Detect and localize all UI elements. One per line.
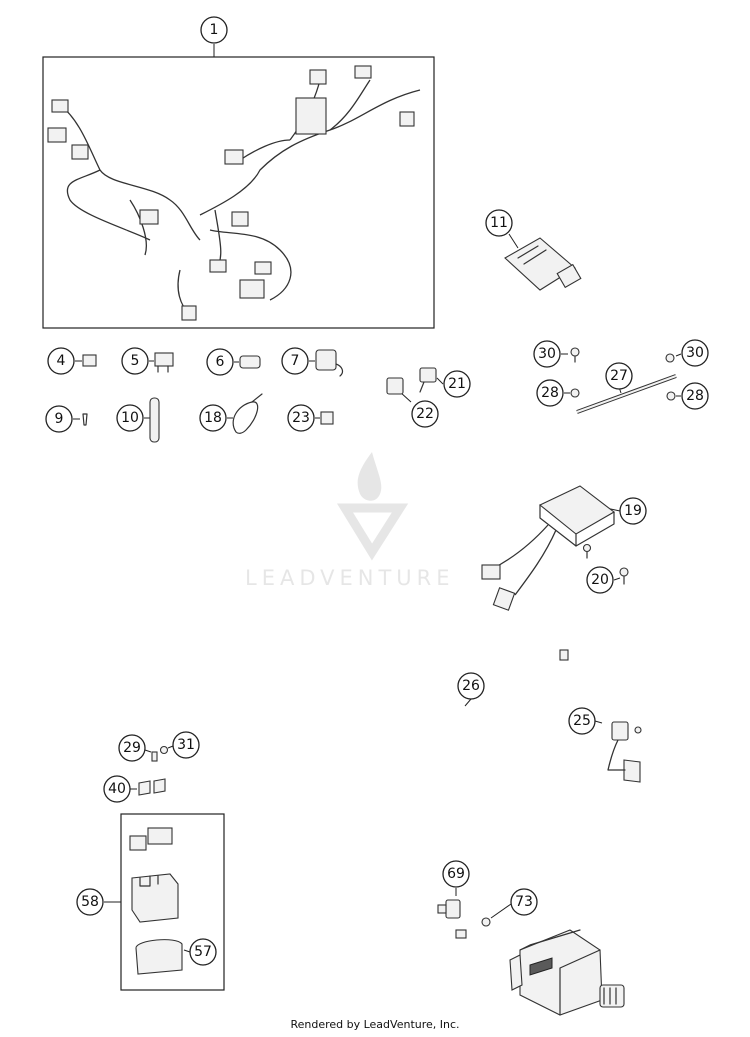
callout-label: 28 xyxy=(541,385,559,401)
callout-label: 6 xyxy=(216,354,225,370)
callout: 1 4 5 6 7 9 10 18 23 21 22 11 30 30 27 2… xyxy=(45,16,709,966)
starter-cable-26[interactable] xyxy=(378,649,569,944)
terminal-9[interactable] xyxy=(73,413,88,426)
callout-label: 69 xyxy=(447,866,465,882)
callout-label: 11 xyxy=(490,215,508,231)
callout-10: 10 xyxy=(116,404,144,432)
wiring-harness-frame xyxy=(42,56,435,329)
callout-40: 40 xyxy=(103,775,131,803)
callout-label: 21 xyxy=(448,376,466,392)
callout-label: 26 xyxy=(462,678,480,694)
connector-6[interactable] xyxy=(234,355,261,369)
callout-1: 1 xyxy=(200,16,228,44)
sensor-25[interactable] xyxy=(594,720,642,783)
control-unit-11[interactable] xyxy=(504,233,582,291)
watermark-text: LEADVENTURE xyxy=(245,566,455,590)
callout-18: 18 xyxy=(199,404,227,432)
callout-19: 19 xyxy=(619,497,647,525)
screw-30-right[interactable] xyxy=(665,353,682,363)
callout-label: 58 xyxy=(81,894,99,910)
callout-label: 10 xyxy=(121,410,139,426)
callout-5: 5 xyxy=(121,347,149,375)
callout-label: 20 xyxy=(591,572,609,588)
callout-4: 4 xyxy=(47,347,75,375)
washer-73[interactable] xyxy=(481,903,512,927)
connector-69[interactable] xyxy=(437,888,461,919)
callout-label: 30 xyxy=(538,346,556,362)
relay-frame xyxy=(120,813,225,991)
connector-22[interactable] xyxy=(386,377,412,403)
cable-tie-18[interactable] xyxy=(227,393,263,434)
callout-7: 7 xyxy=(281,347,309,375)
callout-label: 19 xyxy=(624,503,642,519)
callout-label: 18 xyxy=(204,410,222,426)
callout-58: 58 xyxy=(76,888,104,916)
callout-label: 5 xyxy=(131,353,140,369)
connector-4[interactable] xyxy=(75,354,97,367)
cover-40[interactable] xyxy=(130,778,166,796)
washer-28-left[interactable] xyxy=(564,388,580,398)
callout-28-right: 28 xyxy=(681,382,709,410)
callout-label: 1 xyxy=(210,22,219,38)
callout-73: 73 xyxy=(510,888,538,916)
callout-69: 69 xyxy=(442,860,470,888)
connector-21[interactable] xyxy=(419,367,444,393)
nut-31[interactable] xyxy=(159,745,174,755)
screw-29[interactable] xyxy=(144,749,158,762)
callout-11: 11 xyxy=(485,209,513,237)
callout-label: 29 xyxy=(123,740,141,756)
washer-28-right[interactable] xyxy=(666,391,681,401)
callout-label: 25 xyxy=(573,713,591,729)
callout-30-left: 30 xyxy=(533,340,561,368)
screw-30-left[interactable] xyxy=(561,347,580,363)
callout-6: 6 xyxy=(206,348,234,376)
callout-20: 20 xyxy=(586,566,614,594)
callout-57: 57 xyxy=(189,938,217,966)
callout-label: 7 xyxy=(291,353,300,369)
footer-credit: Rendered by LeadVenture, Inc. xyxy=(290,1018,460,1031)
regulator-19[interactable] xyxy=(481,485,621,611)
connector-23[interactable] xyxy=(315,411,334,425)
callout-9: 9 xyxy=(45,405,73,433)
callout-label: 30 xyxy=(686,345,704,361)
callout-25: 25 xyxy=(568,707,596,735)
callout-22: 22 xyxy=(411,400,439,428)
callout-30-right: 30 xyxy=(681,339,709,367)
callout-label: 28 xyxy=(686,388,704,404)
leadventure-watermark: LEADVENTURE xyxy=(245,452,455,590)
connector-7[interactable] xyxy=(309,349,344,377)
callout-label: 9 xyxy=(55,411,64,427)
starter-motor[interactable] xyxy=(509,929,625,1016)
callout-label: 40 xyxy=(108,781,126,797)
callout-28-left: 28 xyxy=(536,379,564,407)
callout-label: 73 xyxy=(515,894,533,910)
callout-label: 27 xyxy=(610,368,628,384)
callout-label: 23 xyxy=(292,410,310,426)
callout-label: 31 xyxy=(177,737,195,753)
wiring-harness[interactable] xyxy=(42,44,435,329)
starter-relay-58[interactable] xyxy=(104,813,225,991)
callout-29: 29 xyxy=(118,734,146,762)
callout-27: 27 xyxy=(605,362,633,390)
callout-23: 23 xyxy=(287,404,315,432)
connector-5[interactable] xyxy=(149,352,174,373)
callout-label: 22 xyxy=(416,406,434,422)
callout-label: 57 xyxy=(194,944,212,960)
callout-21: 21 xyxy=(443,370,471,398)
bracket-10[interactable] xyxy=(144,397,160,443)
screw-20[interactable] xyxy=(582,543,629,585)
relay-cover-57[interactable] xyxy=(135,939,191,975)
callout-26: 26 xyxy=(457,672,485,700)
callout-31: 31 xyxy=(172,731,200,759)
callout-label: 4 xyxy=(57,353,66,369)
